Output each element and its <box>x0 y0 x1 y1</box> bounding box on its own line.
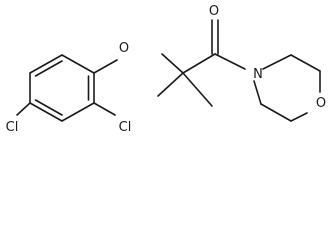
atom-label-ring-o: O <box>316 96 326 111</box>
bond <box>262 54 292 70</box>
bond <box>290 112 308 122</box>
bond <box>61 102 95 122</box>
bond <box>61 54 95 74</box>
bond <box>34 60 63 77</box>
chemical-structure-diagram: Cl Cl O O N O <box>6 4 326 135</box>
bond <box>290 54 321 72</box>
bond-ether-o-to-quaternary-c <box>161 53 184 74</box>
structure-svg: Cl Cl O O N O <box>6 4 326 135</box>
bond-quaternary-c-methyl-2 <box>182 72 213 107</box>
bond-quaternary-c-methyl-1 <box>157 72 184 97</box>
bond-to-cl-para <box>16 102 31 116</box>
benzene-ring <box>29 54 95 122</box>
bond <box>29 102 63 122</box>
morpholine-ring <box>253 54 321 122</box>
atom-label-carbonyl-o: O <box>209 4 219 19</box>
bond <box>34 99 63 116</box>
bond <box>29 54 63 74</box>
bond-to-cl-ortho <box>93 102 116 116</box>
atom-label-cl-para: Cl <box>6 120 19 135</box>
bond <box>260 103 292 122</box>
atom-label-cl-ortho: Cl <box>119 120 132 135</box>
atom-label-amide-n: N <box>253 67 263 82</box>
bond-carbonyl-to-n <box>214 53 246 70</box>
bond <box>253 80 262 105</box>
bond-ring-to-ether-o <box>93 59 118 74</box>
atom-label-ether-o: O <box>119 41 129 56</box>
bond-quaternary-c-to-carbonyl <box>182 53 216 74</box>
